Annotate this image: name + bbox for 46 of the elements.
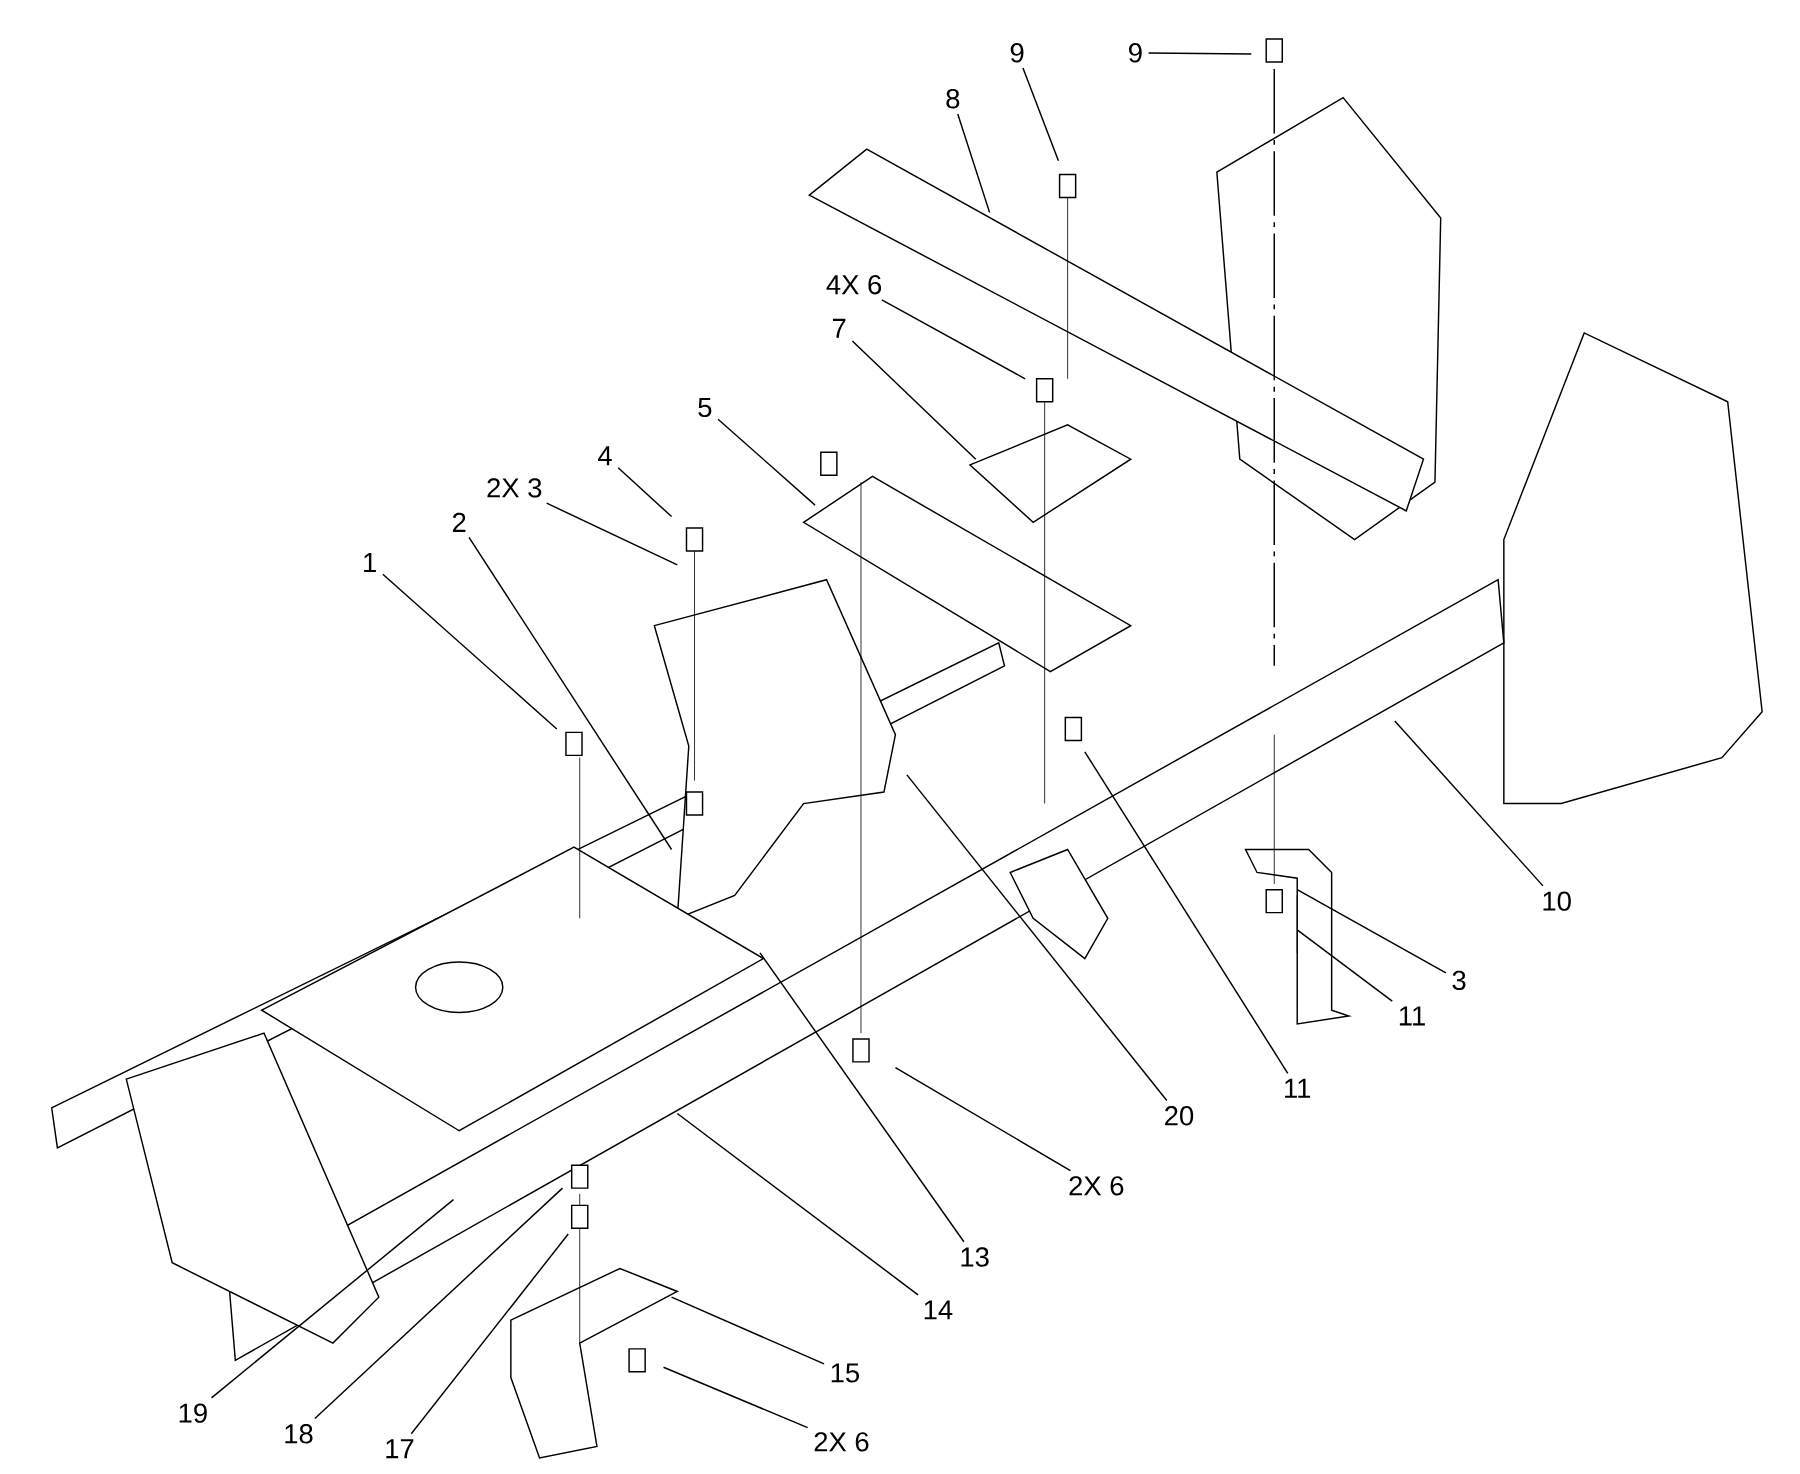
leader-line (1296, 888, 1447, 974)
leader-line (906, 774, 1168, 1102)
callout-number: 8 (940, 84, 966, 114)
callout-number: 2 (446, 507, 472, 537)
callout-number: 1 (357, 548, 383, 577)
callout-number: 20 (1158, 1101, 1200, 1131)
leader-line (759, 952, 965, 1243)
leader-line (314, 1187, 564, 1420)
leader-line (851, 340, 977, 460)
leader-line (717, 418, 816, 506)
callout-number: 2X 6 (1063, 1171, 1130, 1201)
leader-line (468, 536, 673, 851)
leader-line (957, 113, 991, 214)
callout-number: 9 (1004, 38, 1030, 68)
callout-number: 15 (824, 1358, 865, 1388)
callout-number: 2X 6 (808, 1427, 875, 1457)
callout-number: 4 (592, 441, 618, 471)
leader-line (1022, 67, 1060, 162)
leader-line (1394, 720, 1544, 887)
callout-number: 13 (954, 1242, 995, 1272)
callout-number: 19 (172, 1398, 213, 1428)
leader-line (545, 502, 679, 566)
callout-number: 5 (692, 393, 718, 422)
leader-line (894, 1066, 1072, 1172)
callout-number: 17 (379, 1434, 420, 1464)
leader-line (617, 467, 673, 518)
callout-number: 7 (826, 314, 852, 343)
callout-number: 9 (1122, 38, 1148, 68)
leader-line (881, 299, 1026, 380)
leader-line (1147, 52, 1252, 55)
leader-line (1296, 929, 1393, 1002)
callout-number: 11 (1392, 1001, 1432, 1031)
leader-line (670, 1296, 825, 1365)
leader-line (382, 573, 558, 730)
leader-line (676, 1112, 919, 1296)
callout-number: 14 (917, 1295, 958, 1325)
callout-number: 10 (1536, 886, 1577, 916)
callout-number: 2X 3 (481, 473, 548, 503)
callout-number: 11 (1278, 1074, 1317, 1103)
leader-line (410, 1233, 569, 1435)
leader-line (210, 1198, 455, 1399)
leader-line (1084, 751, 1289, 1074)
leader-line (662, 1366, 809, 1429)
callout-number: 18 (278, 1419, 319, 1449)
callout-number: 4X 6 (821, 270, 888, 300)
callout-number: 3 (1446, 965, 1472, 995)
